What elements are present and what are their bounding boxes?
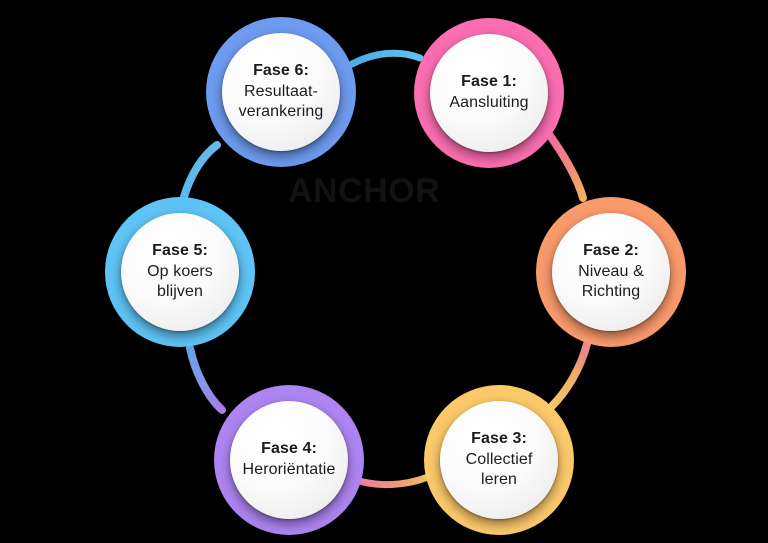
phase-label-fase-2: Fase 2: Niveau & Richting	[574, 241, 648, 303]
phase-node-fase-4[interactable]: Fase 4: Heroriëntatie	[214, 385, 364, 535]
phase-title-fase-6: Fase 6:	[253, 61, 309, 79]
phase-subtitle-fase-6-line1: Resultaat-	[244, 82, 318, 100]
phase-disc-fase-3: Fase 3: Collectief leren	[440, 401, 558, 519]
phase-title-fase-1: Fase 1:	[461, 73, 517, 91]
phase-label-fase-1: Fase 1: Aansluiting	[445, 72, 532, 114]
phase-node-fase-2[interactable]: Fase 2: Niveau & Richting	[536, 197, 686, 347]
phase-title-fase-2: Fase 2:	[583, 241, 639, 259]
connector-fase4-fase5	[186, 344, 226, 414]
phase-label-fase-3: Fase 3: Collectief leren	[462, 429, 537, 491]
phase-subtitle-fase-4-line1: Heroriëntatie	[242, 461, 336, 478]
phase-title-fase-4: Fase 4:	[261, 440, 317, 458]
connector-fase1-fase2	[544, 129, 587, 202]
phase-subtitle-fase-3-line1: Collectief	[465, 450, 533, 468]
center-hub-node[interactable]: ANCHOR	[288, 172, 484, 368]
connector-fase3-fase4	[352, 473, 432, 489]
phase-node-fase-6[interactable]: Fase 6: Resultaat- verankering	[206, 17, 356, 167]
phase-label-fase-6: Fase 6: Resultaat- verankering	[235, 61, 328, 123]
phase-label-fase-4: Fase 4: Heroriëntatie	[239, 439, 340, 481]
phase-subtitle-fase-2-line2: Richting	[581, 283, 641, 301]
connector-fase6-fase1	[348, 49, 424, 68]
phase-subtitle-fase-5-line2: blijven	[156, 283, 204, 301]
connector-fase2-fase3	[548, 340, 591, 410]
phase-node-fase-5[interactable]: Fase 5: Op koers blijven	[105, 197, 255, 347]
phase-subtitle-fase-2-line1: Niveau &	[578, 262, 644, 280]
phase-title-fase-3: Fase 3:	[471, 429, 527, 447]
phase-disc-fase-5: Fase 5: Op koers blijven	[121, 213, 239, 331]
phase-node-fase-1[interactable]: Fase 1: Aansluiting	[414, 18, 564, 168]
phase-subtitle-fase-3-line2: leren	[480, 471, 518, 489]
center-hub-label: ANCHOR	[288, 172, 441, 210]
phase-disc-fase-4: Fase 4: Heroriëntatie	[230, 401, 348, 519]
phase-subtitle-fase-1-line1: Aansluiting	[449, 94, 529, 111]
phase-title-fase-5: Fase 5:	[152, 241, 208, 259]
phase-subtitle-fase-5-line1: Op koers	[147, 262, 213, 280]
phase-disc-fase-6: Fase 6: Resultaat- verankering	[222, 33, 340, 151]
phase-label-fase-5: Fase 5: Op koers blijven	[143, 241, 217, 303]
connector-fase5-fase6	[180, 141, 221, 201]
phase-disc-fase-1: Fase 1: Aansluiting	[430, 34, 548, 152]
center-hub-disc: ANCHOR	[288, 172, 450, 334]
phase-subtitle-fase-6-line2: verankering	[238, 103, 324, 121]
phase-node-fase-3[interactable]: Fase 3: Collectief leren	[424, 385, 574, 535]
phase-disc-fase-2: Fase 2: Niveau & Richting	[552, 213, 670, 331]
